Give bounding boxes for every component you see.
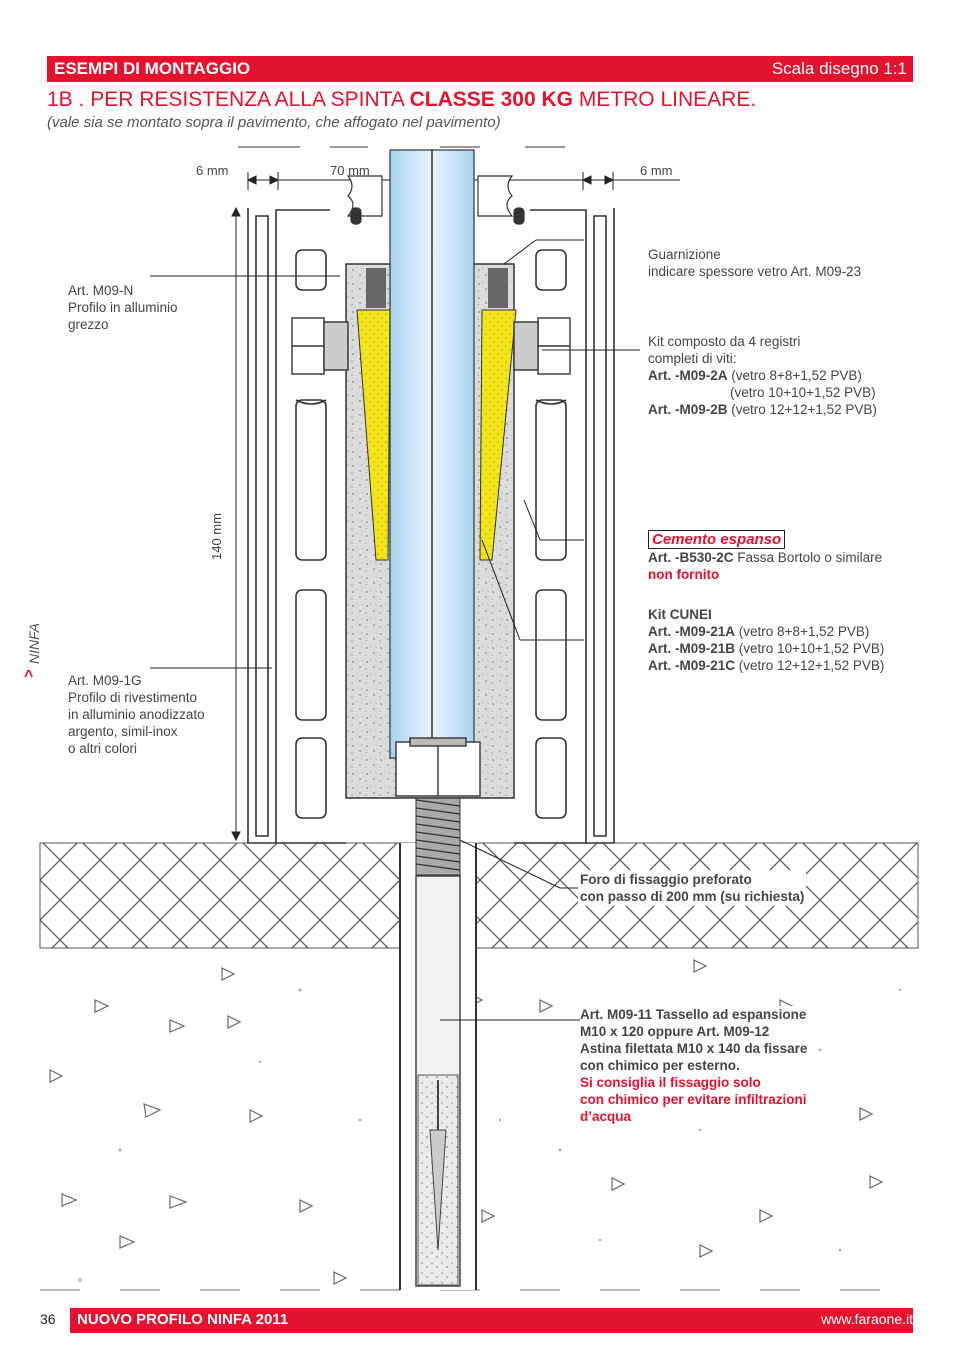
label-guarnizione-line2: indicare spessore vetro Art. M09-23: [648, 264, 862, 279]
dim-height: 140 mm: [209, 513, 224, 560]
dim-right-gap: 6 mm: [640, 163, 673, 178]
bottom-nut: [395, 737, 481, 797]
label-foro: Foro di fissaggio preforato con passo di…: [578, 870, 807, 906]
side-tab-arrow: ^: [24, 668, 34, 685]
tassello-line1: Art. M09-11 Tassello ad espansione: [580, 1007, 807, 1022]
outer-profile: [247, 208, 615, 844]
page-title: 1B . PER RESISTENZA ALLA SPINTA CLASSE 3…: [47, 88, 756, 112]
consiglio-line2: con chimico per evitare infiltrazioni: [580, 1092, 807, 1107]
label-cunei: Kit CUNEI Art. -M09-21A (vetro 8+8+1,52 …: [648, 606, 884, 674]
pad-right: [488, 268, 508, 308]
kit-a-art: Art. -M09-2A: [648, 368, 728, 383]
side-bolts: [291, 317, 571, 375]
wedge-right: [479, 309, 517, 561]
kit-a-desc2: (vetro 10+10+1,52 PVB): [730, 385, 876, 400]
side-tab[interactable]: ^ NINFA: [14, 610, 44, 690]
page-number: 36: [40, 1311, 56, 1327]
foro-line1: Foro di fissaggio preforato: [580, 872, 752, 887]
glass-panel: [389, 149, 475, 759]
label-kit: Kit composto da 4 registri completi di v…: [648, 333, 877, 418]
tassello-line2: M10 x 120 oppure Art. M09-12: [580, 1024, 770, 1039]
cunei-a: Art. -M09-21A (vetro 8+8+1,52 PVB): [648, 623, 884, 640]
label-m09g-line2: Profilo di rivestimento: [68, 690, 198, 705]
anchor-hole: [399, 843, 477, 1290]
cunei-b: Art. -M09-21B (vetro 10+10+1,52 PVB): [648, 640, 884, 657]
page-subtitle: (vale sia se montato sopra il pavimento,…: [47, 114, 501, 131]
cemento-desc: Fassa Bortolo o similare: [737, 550, 883, 565]
title-prefix: 1B . PER RESISTENZA ALLA SPINTA: [47, 88, 410, 111]
label-m09g-line5: o altri colori: [68, 741, 138, 756]
threaded-rod: [415, 794, 461, 876]
label-m09n-line2: Profilo in alluminio: [68, 300, 178, 315]
label-m09n-line3: grezzo: [68, 317, 109, 332]
foro-line2: con passo di 200 mm (su richiesta): [580, 889, 805, 904]
cemento-line: Art. -B530-2C Fassa Bortolo o similare: [648, 549, 882, 566]
label-guarnizione: Guarnizione indicare spessore vetro Art.…: [648, 246, 861, 280]
header-bar: ESEMPI DI MONTAGGIO Scala disegno 1:1: [47, 56, 913, 82]
label-cemento: Cemento espanso Art. -B530-2C Fassa Bort…: [648, 530, 882, 583]
label-guarnizione-line1: Guarnizione: [648, 247, 721, 262]
scale-label: Scala disegno 1:1: [771, 59, 907, 78]
label-m09g: Art. M09-1G Profilo di rivestimento in a…: [68, 672, 205, 757]
gaskets: [346, 175, 525, 225]
footer-band: [70, 1308, 913, 1333]
cunei-c-art: Art. -M09-21C: [648, 658, 736, 673]
consiglio-line1: Si consiglia il fissaggio solo: [580, 1075, 761, 1090]
concrete-slab: [40, 947, 918, 1291]
cunei-a-art: Art. -M09-21A: [648, 624, 736, 639]
footer: 36 NUOVO PROFILO NINFA 2011 www.faraone.…: [0, 1308, 960, 1333]
cemento-note: non fornito: [648, 567, 720, 582]
cemento-title: Cemento espanso: [648, 530, 786, 549]
leader-lines: [150, 239, 640, 1021]
label-kit-line1: Kit composto da 4 registri: [648, 334, 801, 349]
kit-b-desc: (vetro 12+12+1,52 PVB): [731, 402, 877, 417]
label-m09g-line1: Art. M09-1G: [68, 673, 142, 688]
label-m09g-line3: in alluminio anodizzato: [68, 707, 205, 722]
tassello-line4: con chimico per esterno.: [580, 1058, 740, 1073]
label-kit-a: Art. -M09-2A (vetro 8+8+1,52 PVB): [648, 367, 877, 384]
label-m09n-line1: Art. M09-N: [68, 283, 134, 298]
kit-b-art: Art. -M09-2B: [648, 402, 728, 417]
section-title: ESEMPI DI MONTAGGIO: [54, 59, 251, 78]
pad-left: [366, 268, 386, 308]
cunei-c-desc: (vetro 12+12+1,52 PVB): [738, 658, 885, 673]
footer-title: NUOVO PROFILO NINFA 2011: [77, 1311, 289, 1328]
cemento-art: Art. -B530-2C: [648, 550, 734, 565]
kit-a-desc: (vetro 8+8+1,52 PVB): [731, 368, 862, 383]
cunei-a-desc: (vetro 8+8+1,52 PVB): [738, 624, 870, 639]
title-bold: CLASSE 300 KG: [409, 88, 573, 111]
cunei-c: Art. -M09-21C (vetro 12+12+1,52 PVB): [648, 657, 884, 674]
footer-website[interactable]: www.faraone.it: [821, 1311, 913, 1327]
label-m09g-line4: argento, simil-inox: [68, 724, 178, 739]
label-kit-line2: completi di viti:: [648, 351, 737, 366]
cunei-title: Kit CUNEI: [648, 607, 712, 622]
consiglio-line3: d’acqua: [580, 1109, 632, 1124]
cunei-b-desc: (vetro 10+10+1,52 PVB): [738, 641, 885, 656]
cunei-b-art: Art. -M09-21B: [648, 641, 736, 656]
label-m09n: Art. M09-N Profilo in alluminio grezzo: [68, 282, 178, 333]
tassello-line3: Astina filettata M10 x 140 da fissare: [580, 1041, 808, 1056]
dim-left-gap: 6 mm: [196, 163, 229, 178]
label-tassello: Art. M09-11 Tassello ad espansione M10 x…: [580, 1006, 808, 1125]
dim-glass-width: 70 mm: [330, 163, 370, 178]
title-suffix: METRO LINEARE.: [572, 88, 757, 111]
wedge-left: [356, 309, 391, 561]
label-kit-b: Art. -M09-2B (vetro 12+12+1,52 PVB): [648, 401, 877, 418]
